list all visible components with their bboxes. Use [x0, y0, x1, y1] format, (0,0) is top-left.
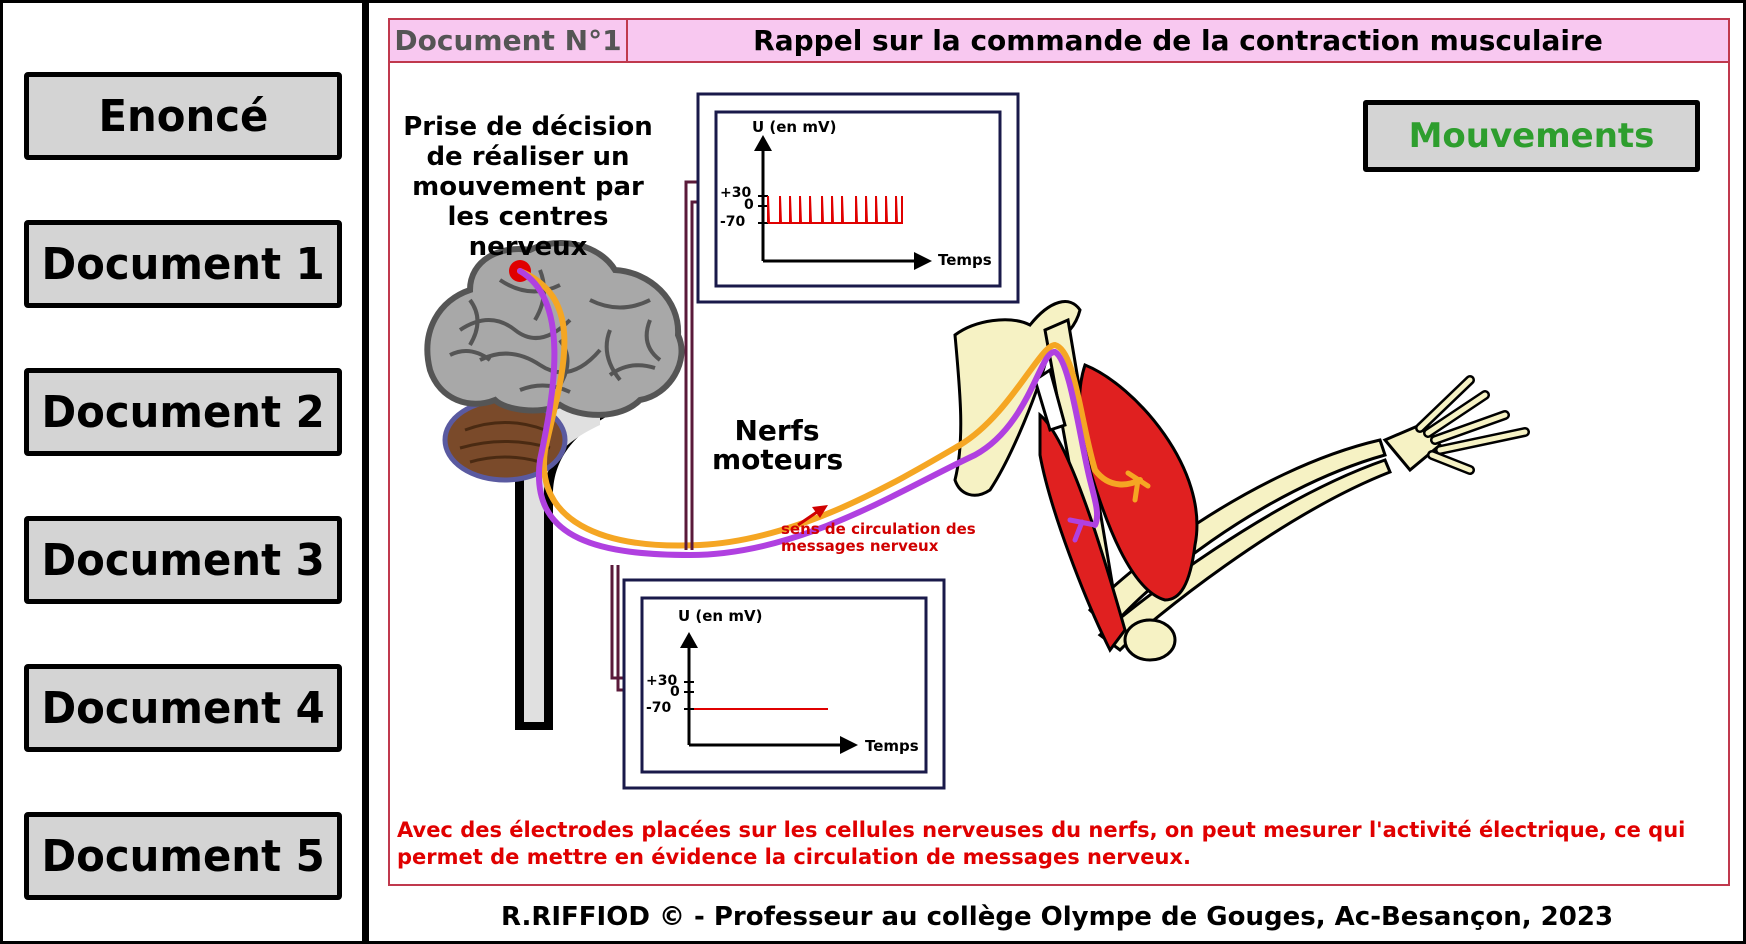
- decision-text: Prise de décision de réaliser un mouveme…: [403, 112, 653, 262]
- document-title: Rappel sur la commande de la contraction…: [628, 20, 1728, 63]
- caption-text: Avec des électrodes placées sur les cell…: [397, 818, 1686, 869]
- nav-button-label: Document 3: [41, 534, 325, 586]
- nav-button-label: Document 5: [41, 830, 325, 882]
- triceps-muscle: [1038, 411, 1127, 653]
- osc1-tick-zero: 0: [744, 197, 754, 213]
- nerve-to-triceps: [517, 268, 1101, 559]
- oscilloscope-2: [622, 578, 946, 790]
- movements-button[interactable]: Mouvements: [1363, 100, 1700, 172]
- nav-button-document-2[interactable]: Document 2: [24, 368, 342, 456]
- nav-button-label: Document 1: [41, 238, 325, 290]
- oscilloscope-1: [696, 92, 1020, 304]
- nav-button-enonce[interactable]: Enoncé: [24, 72, 342, 160]
- document-number: Document N°1: [390, 20, 628, 63]
- osc1-x-label: Temps: [938, 251, 992, 269]
- motor-nerves: [517, 268, 1151, 559]
- nav-button-label: Document 2: [41, 386, 325, 438]
- nav-button-document-3[interactable]: Document 3: [24, 516, 342, 604]
- footer-credit: R.RIFFIOD © - Professeur au collège Olym…: [500, 902, 1614, 932]
- osc2-tick-zero: 0: [670, 684, 680, 700]
- document-panel: [388, 18, 1730, 886]
- muscles: [1033, 363, 1199, 653]
- osc2-x-label: Temps: [865, 737, 919, 755]
- nav-button-label: Enoncé: [98, 90, 268, 142]
- osc1-y-label: U (en mV): [752, 118, 837, 136]
- nav-button-document-5[interactable]: Document 5: [24, 812, 342, 900]
- nav-button-document-4[interactable]: Document 4: [24, 664, 342, 752]
- osc1-tick-minus70: -70: [720, 214, 746, 230]
- osc2-tick-minus70: -70: [646, 700, 672, 716]
- osc2-y-label: U (en mV): [678, 607, 763, 625]
- nerve-to-biceps: [517, 268, 1143, 549]
- direction-label: sens de circulation des messages nerveux: [781, 520, 976, 555]
- nerves-label: Nerfs moteurs: [712, 414, 844, 476]
- spike-signal: [767, 195, 903, 224]
- nav-button-document-1[interactable]: Document 1: [24, 220, 342, 308]
- nav-button-label: Document 4: [41, 682, 325, 734]
- osc1-tick-plus30: +30: [720, 185, 752, 201]
- direction-arrow: [797, 505, 828, 527]
- osc2-tick-plus30: +30: [646, 673, 678, 689]
- sidebar-divider: [362, 0, 369, 944]
